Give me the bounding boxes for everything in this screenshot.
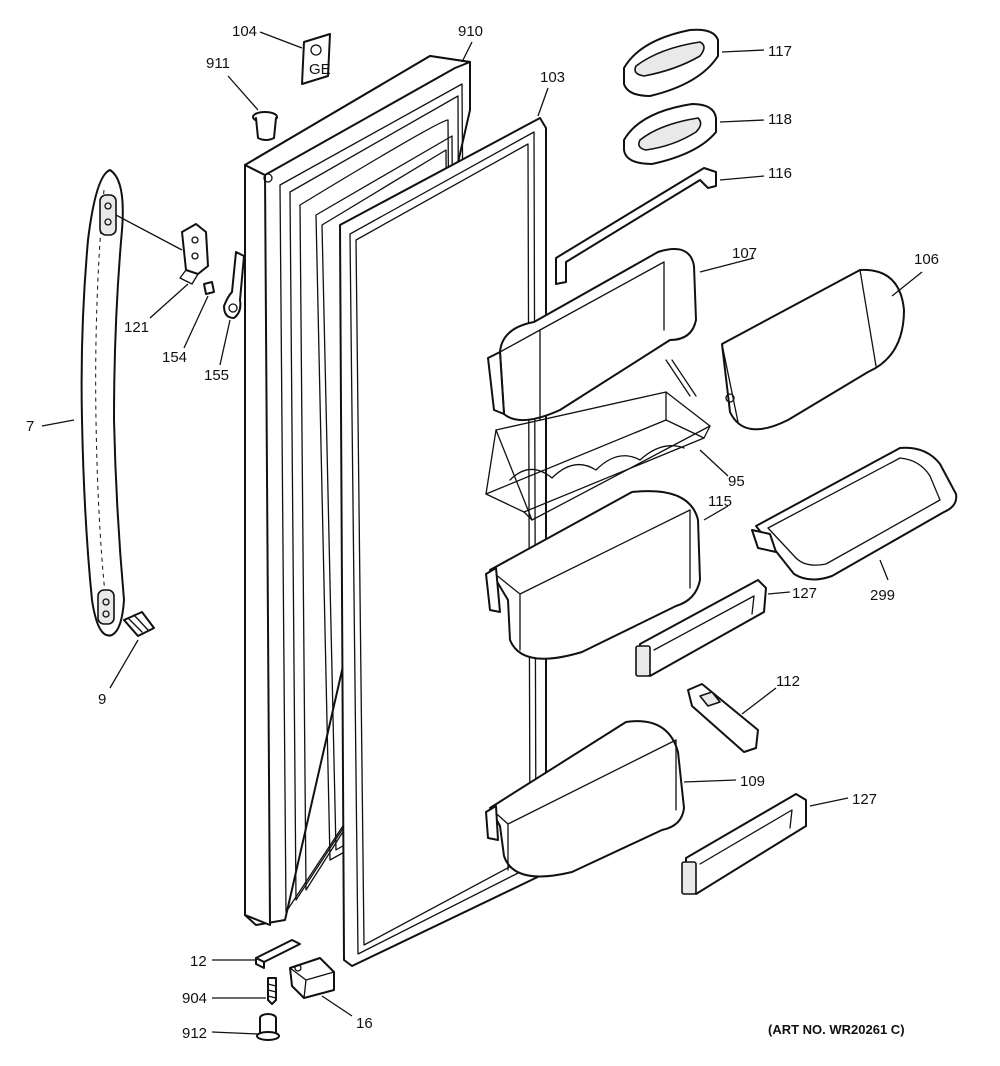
bin-front-panel-lower-part xyxy=(681,793,807,895)
dairy-cover-part xyxy=(623,28,719,97)
callout-117: 117 xyxy=(768,43,792,60)
hinge-cap-part xyxy=(252,111,278,141)
hinge-pin-tool-part xyxy=(223,251,245,319)
callout-107: 107 xyxy=(732,245,757,262)
callout-154: 154 xyxy=(162,349,187,366)
callout-112: 112 xyxy=(776,673,800,690)
door-handle-part xyxy=(80,169,125,637)
logo-badge-part: GE xyxy=(301,33,331,85)
small-screw-part xyxy=(203,281,215,295)
door-bin-middle-part xyxy=(485,490,701,660)
callout-116: 116 xyxy=(768,165,792,182)
callout-95: 95 xyxy=(728,473,745,490)
callout-127-upper: 127 xyxy=(792,585,817,602)
handle-clip-part xyxy=(179,223,209,285)
callout-911: 911 xyxy=(206,55,230,72)
callout-106: 106 xyxy=(914,251,939,268)
door-bin-divider-part xyxy=(687,683,759,753)
callout-127-lower: 127 xyxy=(852,791,877,808)
logo-badge-text: GE xyxy=(309,61,331,78)
bottom-cap-part xyxy=(256,1013,280,1041)
callout-109: 109 xyxy=(740,773,765,790)
callout-299: 299 xyxy=(870,587,895,604)
callout-16: 16 xyxy=(356,1015,373,1032)
art-number: (ART NO. WR20261 C) xyxy=(768,1022,905,1037)
hinge-bracket-part xyxy=(255,939,301,969)
callout-904: 904 xyxy=(182,990,207,1007)
callout-912: 912 xyxy=(182,1025,207,1042)
screw-part xyxy=(123,611,155,637)
door-bin-lower-part xyxy=(485,720,685,878)
callout-118: 118 xyxy=(768,111,792,128)
callout-104: 104 xyxy=(232,23,257,40)
door-stop-part xyxy=(289,957,335,999)
callout-155: 155 xyxy=(204,367,229,384)
callout-103: 103 xyxy=(540,69,565,86)
callout-121: 121 xyxy=(124,319,149,336)
callout-12: 12 xyxy=(190,953,207,970)
bin-front-panel-upper-part xyxy=(635,579,767,677)
wine-rack-part xyxy=(485,359,711,521)
door-bin-cover-part xyxy=(721,268,905,431)
door-bin-upper-part xyxy=(487,248,697,421)
shelf-rail-part xyxy=(555,167,717,285)
callout-910: 910 xyxy=(458,23,483,40)
door-bin-right-part xyxy=(751,446,958,581)
callout-115: 115 xyxy=(708,493,732,510)
mounting-screw-part xyxy=(267,977,277,1005)
dairy-tray-part xyxy=(623,103,717,165)
callout-9: 9 xyxy=(98,691,106,708)
callout-7: 7 xyxy=(26,418,34,435)
